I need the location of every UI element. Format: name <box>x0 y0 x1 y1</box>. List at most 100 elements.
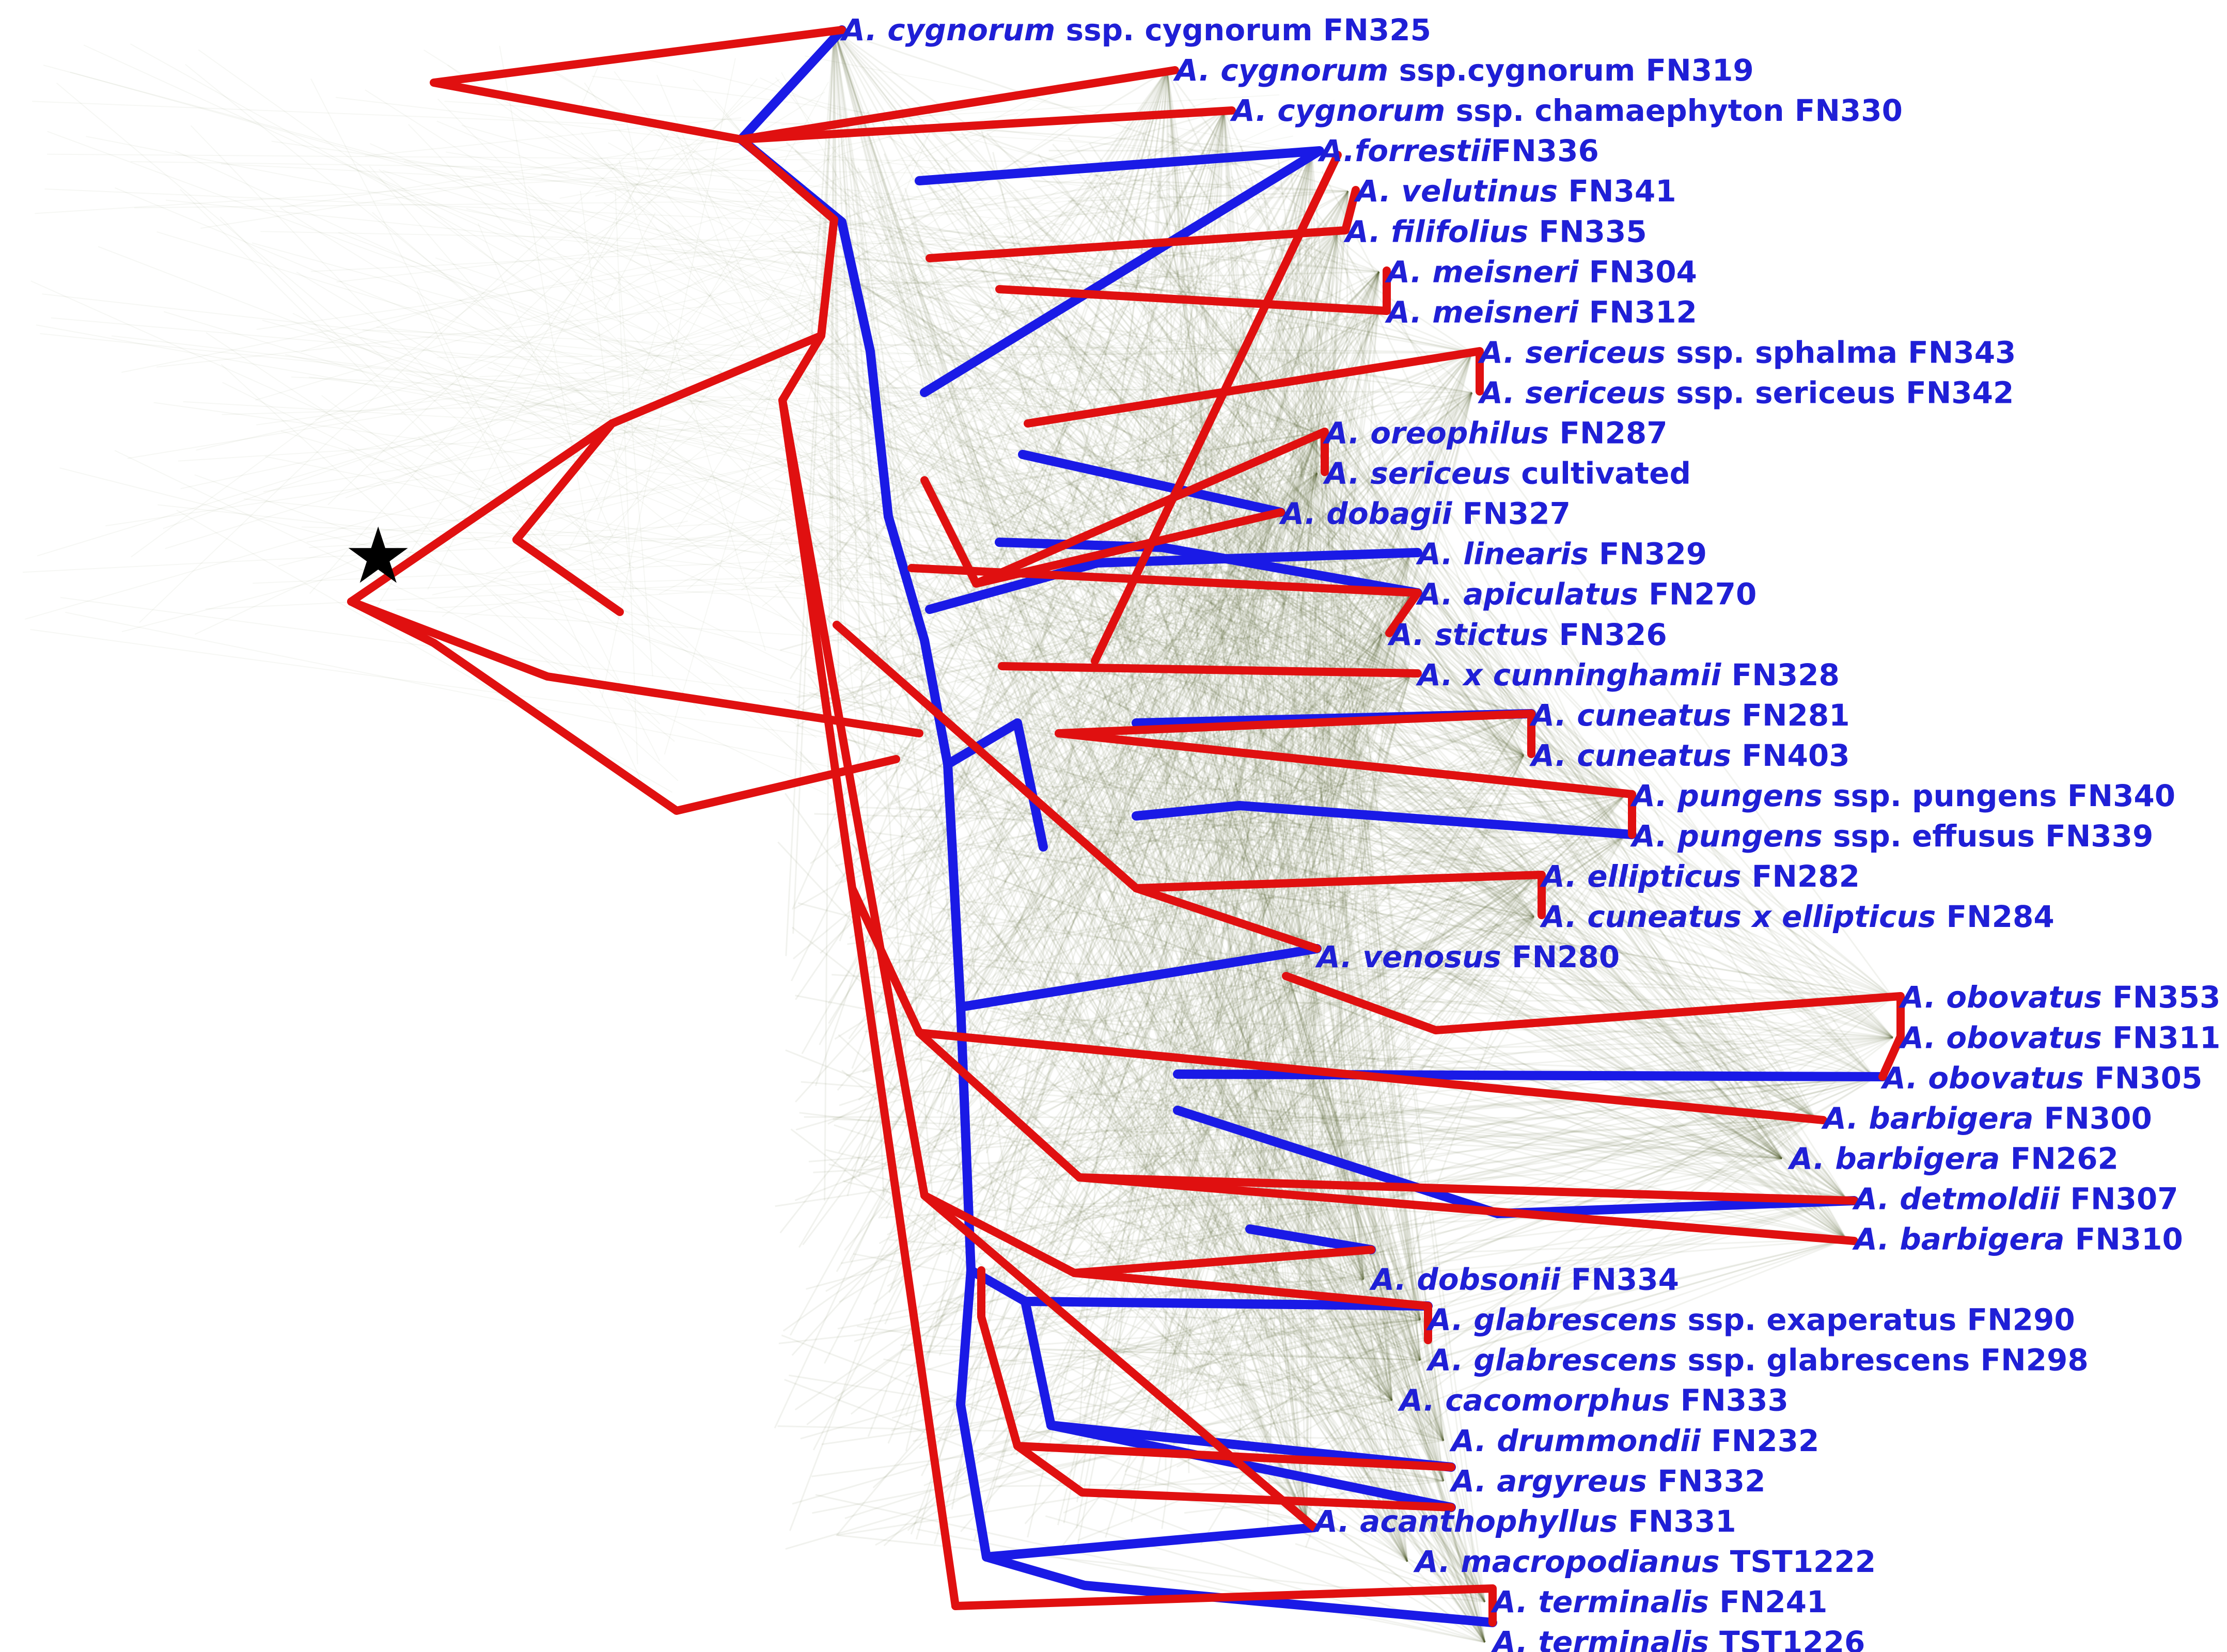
cloud-line <box>933 191 1349 1545</box>
cloud-line <box>404 161 1072 226</box>
cloud-line <box>785 29 835 956</box>
cloud-line <box>824 344 1847 1240</box>
taxon-species: A. obovatus <box>1880 1060 2084 1095</box>
taxon-species: A. acanthophyllus <box>1312 1504 1618 1539</box>
cloud-line <box>1064 1330 1392 1402</box>
cloud-line <box>1099 334 1486 1643</box>
cloud-line <box>1055 190 1348 217</box>
cloud-line <box>1234 934 1421 1361</box>
cloud-line <box>920 392 1473 891</box>
cloud-line <box>1223 111 1273 1105</box>
cloud-line <box>1190 674 1411 977</box>
cloud-line <box>1168 1147 1486 1602</box>
cloud-line <box>1225 856 1534 918</box>
cloud-line <box>1259 151 1313 1168</box>
cloud-line <box>1033 1077 1875 1179</box>
cloud-line <box>1292 543 1408 1562</box>
cloud-line <box>1077 326 1472 394</box>
cloud-line <box>1002 593 1411 1158</box>
red-branch <box>998 662 1422 678</box>
cloud-line <box>485 532 623 574</box>
cloud-line <box>1261 309 1783 1159</box>
cloud-line <box>908 251 1310 957</box>
cloud-line <box>1283 635 1365 1280</box>
cloud-line <box>1040 387 1408 1562</box>
cloud-line <box>1145 594 1411 1291</box>
cloud-line <box>1094 313 1876 1079</box>
cloud-line <box>1229 255 1421 1320</box>
cloud-line <box>1173 392 1473 1217</box>
cloud-line <box>206 332 817 738</box>
cloud-line <box>1173 473 1318 1025</box>
cloud-line <box>278 308 1280 567</box>
cloud-line <box>1143 360 1310 957</box>
cloud-line <box>1015 553 1410 670</box>
blue-branch <box>1132 801 1637 839</box>
cloud-line <box>907 593 1410 913</box>
cloud-line <box>1161 433 1318 1529</box>
cloud-line <box>639 57 1272 214</box>
blue-branch <box>736 25 893 521</box>
taxon-specimen: FN332 <box>1647 1464 1765 1499</box>
red-branch <box>737 66 1179 224</box>
cloud-line <box>442 265 930 617</box>
cloud-line <box>1249 1126 1782 1159</box>
cloud-line <box>492 191 1009 482</box>
cloud-line <box>163 311 780 498</box>
cloud-line <box>539 343 923 481</box>
cloud-line <box>1037 1315 1421 1321</box>
cloud-line <box>1101 226 1411 595</box>
cloud-line <box>1092 342 1318 434</box>
taxon-label: A. acanthophyllus FN331 <box>1312 1504 1736 1539</box>
cloud-line <box>980 610 1393 1401</box>
cloud-line <box>788 375 1410 555</box>
cloud-line <box>1230 253 1472 353</box>
cloud-line <box>1166 554 1411 1111</box>
cloud-line <box>1194 593 1411 790</box>
cloud-line <box>200 104 997 229</box>
cloud-line <box>121 362 1159 633</box>
cloud-line <box>198 49 1196 762</box>
cloud-line <box>1289 1036 1893 1053</box>
cloud-line <box>1277 319 1625 796</box>
cloud-line <box>781 72 1058 589</box>
cloud-line <box>1037 153 1847 1200</box>
cloud-line <box>878 392 1472 886</box>
cloud-line <box>902 581 1847 1200</box>
cloud-line <box>882 588 1816 1119</box>
cloud-line <box>1159 150 1313 1111</box>
blue-tree <box>736 25 1887 1627</box>
cloud-line <box>1074 758 1782 1159</box>
cloud-line <box>1018 271 1380 1115</box>
cloud-line <box>1167 180 1894 1039</box>
cloud-line <box>849 271 1380 1261</box>
cloud-line <box>918 543 1625 837</box>
cloud-line <box>740 120 1073 362</box>
cloud-line <box>812 473 1318 1451</box>
cloud-line <box>195 361 778 635</box>
blue-branch <box>884 512 965 1012</box>
cloud-line <box>597 323 660 521</box>
cloud-line <box>369 366 640 466</box>
cloud-line <box>571 162 1133 426</box>
cloud-line <box>1255 231 1339 985</box>
cloud-line <box>1042 835 1625 843</box>
cloud-line <box>936 1219 1444 1442</box>
cloud-line <box>1217 735 1625 837</box>
taxon-label: A. pungens ssp. pungens FN340 <box>1630 778 2175 813</box>
cloud-line <box>813 1117 1816 1173</box>
cloud-line <box>807 674 1486 1643</box>
red-branch <box>977 1266 1455 1471</box>
cloud-line <box>987 1162 1444 1482</box>
cloud-line <box>833 29 997 518</box>
cloud-line <box>1281 341 1816 1119</box>
cloud-line <box>997 311 1379 525</box>
cloud-line <box>761 201 1099 404</box>
cloud-line <box>1316 1077 1875 1218</box>
taxon-species: A. terminalis <box>1491 1625 1709 1652</box>
taxon-label: A. glabrescens ssp. exaperatus FN290 <box>1426 1302 2075 1338</box>
cloud-line <box>1109 445 1625 797</box>
cloud-line <box>1099 198 1894 1039</box>
cloud-line <box>883 392 1473 1006</box>
red-branch <box>512 419 624 616</box>
